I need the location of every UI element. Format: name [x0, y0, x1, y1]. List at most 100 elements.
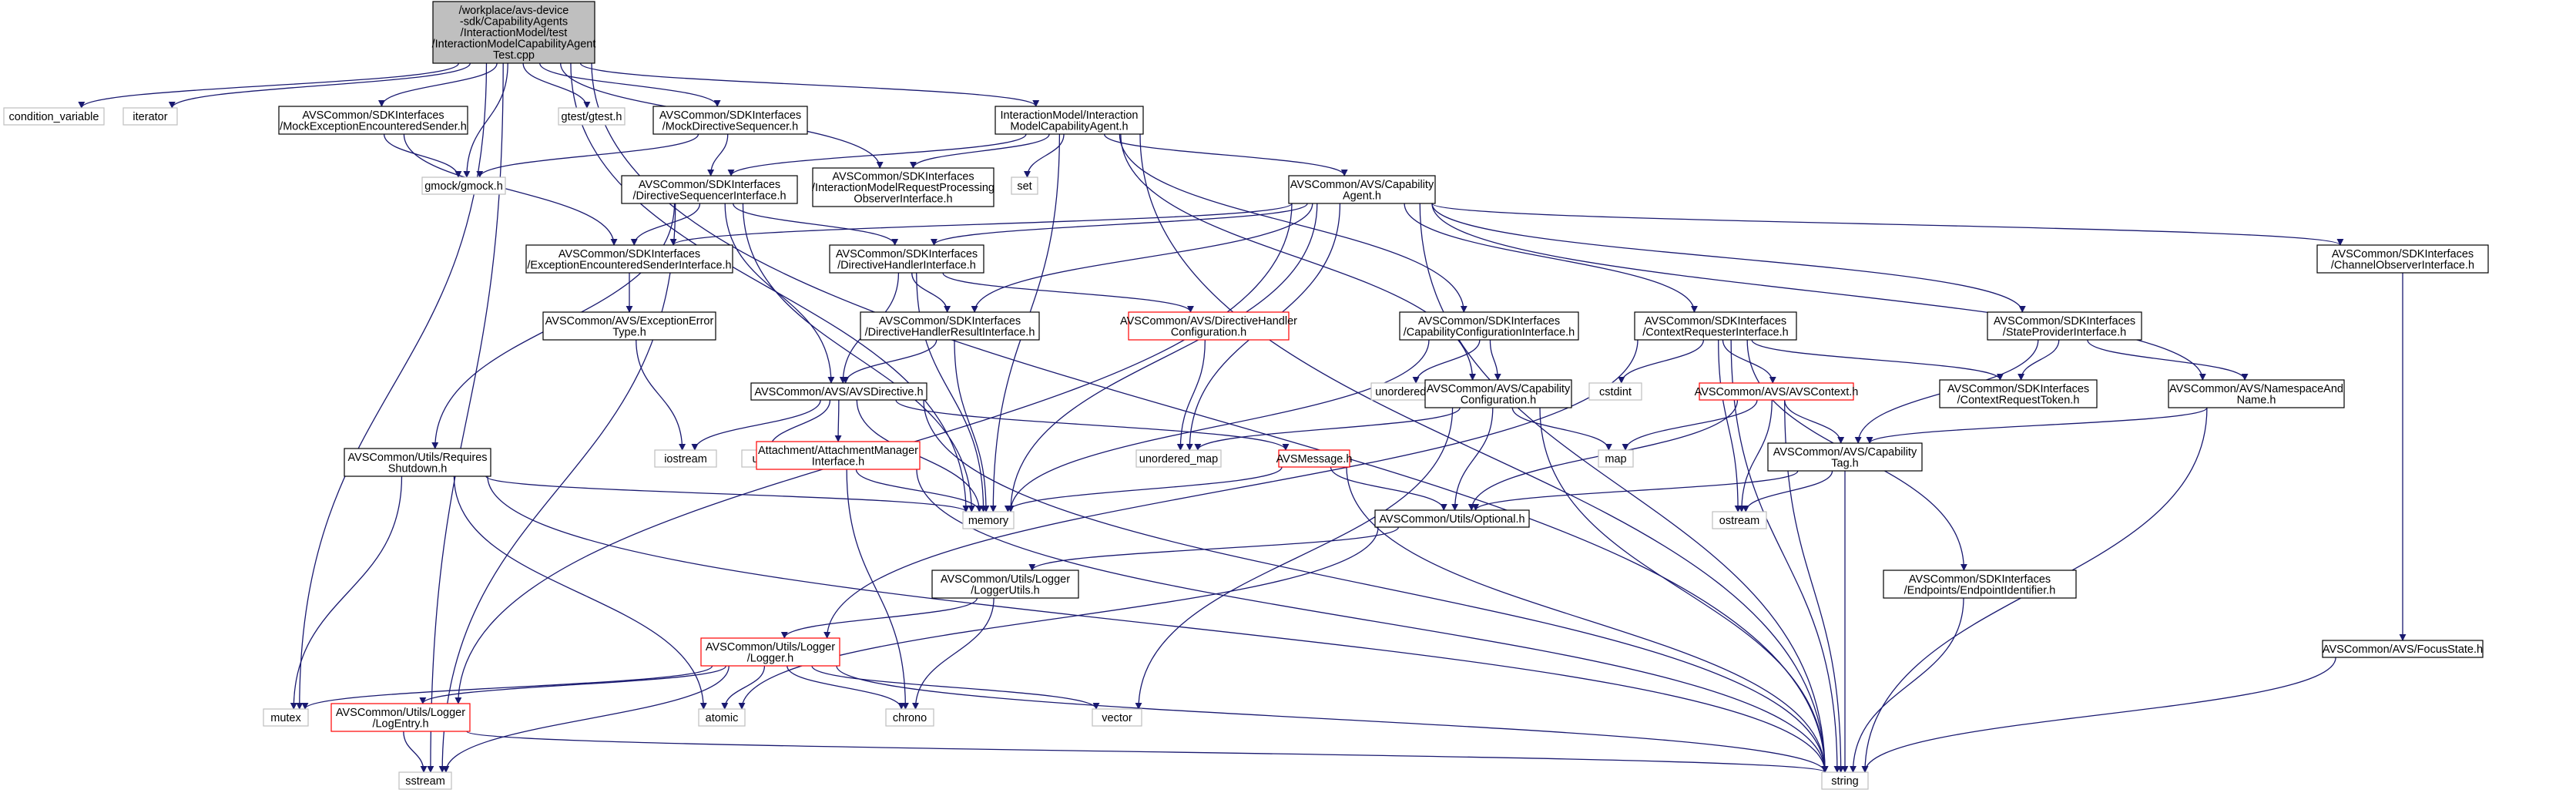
node-cap-configuration[interactable]: AVSCommon/AVS/CapabilityConfiguration.h	[1424, 379, 1572, 408]
edge-root-to-iterator	[168, 62, 471, 109]
edge-mock-dir-seq-to-dir-seq-iface	[707, 133, 729, 176]
edge-root-to-condition-variable	[78, 62, 460, 109]
edge-cap-config-iface-to-unordered-set	[1412, 339, 1481, 384]
edge-cap-configuration-to-string	[1539, 407, 1829, 773]
node-dir-handler-result[interactable]: AVSCommon/SDKInterfaces/DirectiveHandler…	[860, 311, 1040, 341]
node-unordered-map[interactable]: unordered_map	[1135, 449, 1222, 468]
node-label: /ContextRequestToken.h	[1957, 394, 2080, 406]
node-label: AVSCommon/SDKInterfaces	[1947, 383, 2089, 395]
node-box	[829, 244, 984, 274]
node-cstdint[interactable]: cstdint	[1588, 382, 1642, 401]
edge-optional-to-logger-utils	[1028, 526, 1400, 571]
edge-im-cap-agent-to-cap-config-iface	[1119, 133, 1467, 313]
edge-root-to-gtest	[522, 62, 591, 109]
nodes: /workplace/avs-device-sdk/CapabilityAgen…	[3, 1, 2489, 790]
node-mock-exc-sender[interactable]: AVSCommon/SDKInterfaces/MockExceptionEnc…	[278, 106, 468, 135]
node-optional[interactable]: AVSCommon/Utils/Optional.h	[1374, 509, 1530, 528]
node-label: AVSCommon/SDKInterfaces	[1909, 573, 2051, 586]
node-cap-config-iface[interactable]: AVSCommon/SDKInterfaces/CapabilityConfig…	[1399, 311, 1579, 341]
node-avs-context[interactable]: AVSCommon/AVS/AVSContext.h	[1695, 382, 1859, 401]
node-atomic[interactable]: atomic	[698, 708, 746, 727]
node-condition-variable[interactable]: condition_variable	[3, 107, 105, 126]
node-im-cap-agent[interactable]: InteractionModel/InteractionModelCapabil…	[995, 106, 1144, 135]
edge-state-provider-to-ctx-request-token	[2018, 339, 2060, 381]
node-dir-seq-iface[interactable]: AVSCommon/SDKInterfaces/DirectiveSequenc…	[621, 175, 798, 204]
node-im-request-observer[interactable]: AVSCommon/SDKInterfaces/InteractionModel…	[812, 167, 995, 207]
node-label: Interface.h	[812, 455, 865, 468]
node-label: Configuration.h	[1171, 326, 1246, 338]
node-box	[1634, 311, 1797, 341]
node-iterator[interactable]: iterator	[122, 107, 178, 126]
node-box	[1399, 311, 1579, 341]
node-box	[344, 448, 491, 477]
node-cap-agent[interactable]: AVSCommon/AVS/CapabilityAgent.h	[1288, 175, 1436, 204]
node-label: AVSCommon/AVS/DirectiveHandler	[1120, 315, 1297, 328]
node-label: ObserverInterface.h	[854, 193, 952, 206]
node-ostream[interactable]: ostream	[1712, 511, 1767, 529]
node-dir-handler-iface[interactable]: AVSCommon/SDKInterfaces/DirectiveHandler…	[829, 244, 984, 274]
node-label: memory	[968, 515, 1009, 527]
node-map[interactable]: map	[1598, 449, 1634, 468]
node-avs-message[interactable]: AVSMessage.h	[1276, 449, 1353, 468]
node-set[interactable]: set	[1011, 176, 1038, 195]
edge-optional-to-atomic	[738, 526, 1379, 710]
node-label: /ChannelObserverInterface.h	[2331, 259, 2474, 271]
node-box	[1092, 708, 1142, 727]
edge-im-cap-agent-to-dir-seq-iface	[727, 133, 1027, 176]
node-box	[700, 637, 840, 667]
node-label: AVSCommon/AVS/Capability	[1427, 383, 1571, 395]
node-dir-handler-config[interactable]: AVSCommon/AVS/DirectiveHandlerConfigurat…	[1120, 311, 1297, 341]
node-gtest[interactable]: gtest/gtest.h	[558, 107, 626, 126]
edge-cap-configuration-to-map	[1511, 407, 1612, 451]
node-chrono[interactable]: chrono	[885, 708, 934, 727]
node-box	[812, 167, 995, 207]
node-avs-directive[interactable]: AVSCommon/AVS/AVSDirective.h	[750, 382, 927, 401]
node-label: /InteractionModelCapabilityAgent	[432, 39, 596, 51]
node-gmock[interactable]: gmock/gmock.h	[421, 176, 506, 195]
node-memory[interactable]: memory	[962, 511, 1015, 529]
node-label: AVSCommon/Utils/Logger	[706, 641, 835, 654]
node-label: AVSCommon/SDKInterfaces	[1645, 315, 1786, 328]
node-label: AVSCommon/AVS/Capability	[1290, 179, 1434, 191]
edge-im-cap-agent-to-set	[1023, 133, 1065, 178]
node-box	[1712, 511, 1767, 529]
edge-im-cap-agent-to-im-request-observer	[909, 133, 1050, 169]
node-label: AVSCommon/AVS/NamespaceAnd	[2169, 383, 2343, 395]
node-label: iostream	[664, 453, 707, 465]
node-box	[1767, 442, 1923, 472]
node-channel-observer[interactable]: AVSCommon/SDKInterfaces/ChannelObserverI…	[2316, 244, 2489, 274]
edge-cap-agent-to-dir-handler-result	[971, 203, 1313, 313]
node-vector[interactable]: vector	[1092, 708, 1142, 727]
node-iostream[interactable]: iostream	[654, 449, 717, 468]
node-box	[750, 382, 927, 401]
node-exc-sender-iface[interactable]: AVSCommon/SDKInterfaces/ExceptionEncount…	[525, 244, 733, 274]
node-mock-dir-seq[interactable]: AVSCommon/SDKInterfaces/MockDirectiveSeq…	[652, 106, 808, 135]
node-state-provider[interactable]: AVSCommon/SDKInterfaces/StateProviderInt…	[1987, 311, 2142, 341]
node-box	[1598, 449, 1634, 468]
node-string[interactable]: string	[1821, 771, 1869, 790]
node-label: iterator	[132, 111, 167, 123]
node-label: ostream	[1719, 515, 1759, 527]
node-logger-utils[interactable]: AVSCommon/Utils/Logger/LoggerUtils.h	[931, 570, 1079, 599]
node-ctx-request-token[interactable]: AVSCommon/SDKInterfaces/ContextRequestTo…	[1939, 379, 2098, 408]
node-logger[interactable]: AVSCommon/Utils/Logger/Logger.h	[700, 637, 840, 667]
node-sstream[interactable]: sstream	[398, 771, 452, 790]
node-box	[1135, 449, 1222, 468]
node-focus-state[interactable]: AVSCommon/AVS/FocusState.h	[2322, 640, 2484, 658]
node-log-entry[interactable]: AVSCommon/Utils/Logger/LogEntry.h	[330, 703, 471, 732]
node-box	[432, 1, 595, 64]
node-label: AVSCommon/SDKInterfaces	[1994, 315, 2135, 328]
node-ctx-requester[interactable]: AVSCommon/SDKInterfaces/ContextRequester…	[1634, 311, 1797, 341]
node-label: AVSCommon/AVS/FocusState.h	[2323, 643, 2483, 656]
node-endpoint-id[interactable]: AVSCommon/SDKInterfaces/Endpoints/Endpoi…	[1883, 570, 2077, 599]
node-label: /LoggerUtils.h	[971, 584, 1039, 596]
edge-dir-seq-iface-to-sstream	[438, 203, 676, 773]
node-mutex[interactable]: mutex	[263, 708, 309, 727]
edge-logger-utils-to-logger	[780, 597, 978, 639]
